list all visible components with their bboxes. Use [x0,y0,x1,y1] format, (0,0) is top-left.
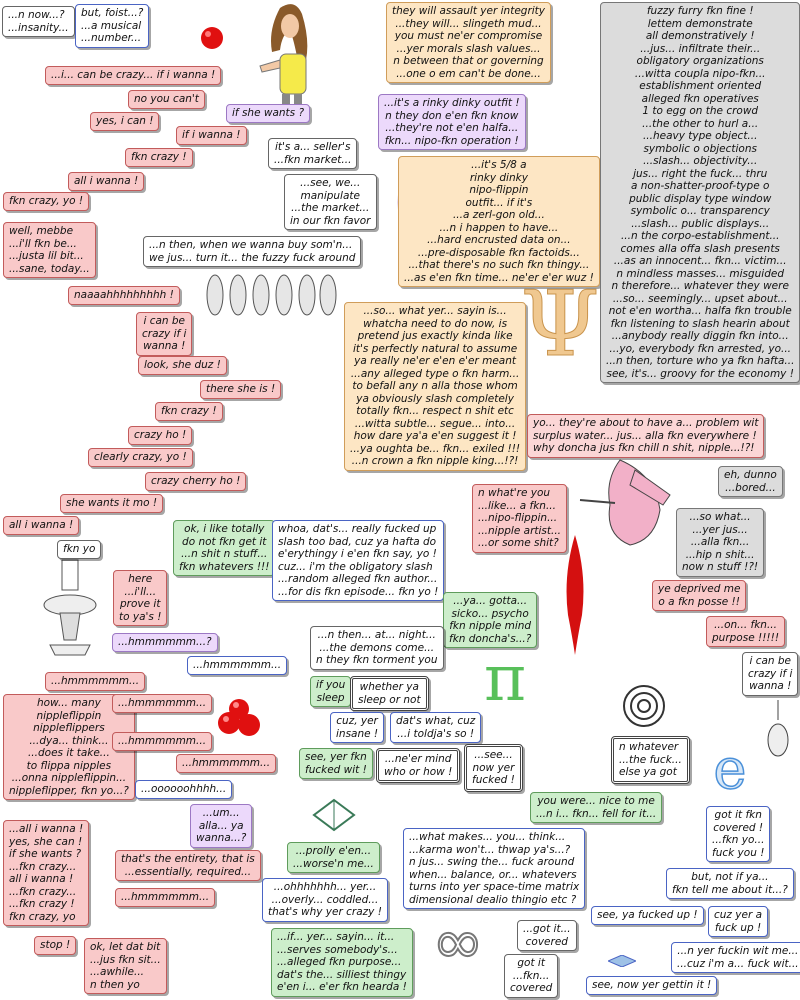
speech-bubble-33: ...hmmmmmm... [45,672,146,691]
speech-bubble-61: eh, dunno ...bored... [718,466,783,497]
speech-bubble-52: ...prolly e'en... ...worse'n me... [287,842,380,873]
speech-bubble-13: well, mebbe ...i'll fkn be... ...justa l… [3,222,96,278]
speech-bubble-19: fkn crazy ! [155,402,223,421]
speech-bubble-43: ...ne'er mind who or how ! [376,748,461,783]
speech-bubble-71: but, not if ya... fkn tell me about it..… [666,868,794,899]
cherries-icon [218,699,260,736]
speech-bubble-25: fkn yo [57,540,102,559]
speech-bubble-56: ...it's a rinky dinky outfit ! n they do… [378,94,526,150]
hanging-figure-icon [767,700,789,757]
woman-figure-icon [259,4,308,118]
infinity-symbol-icon: ∞ [431,915,485,970]
speech-bubble-70: ...what makes... you... think... ...karm… [403,828,586,909]
concentric-circles-icon [623,685,665,727]
speech-bubble-30: ...hmmmmmm... [187,656,288,675]
speech-bubble-45: ...oooooohhhh... [135,780,233,799]
pi-symbol-icon: π [484,648,526,708]
speech-bubble-4: no you can't [128,90,205,109]
speech-bubble-72: see, ya fucked up ! [591,906,704,925]
speech-bubble-31: ...ya... gotta... sicko... psycho fkn ni… [443,592,538,648]
speech-bubble-53: ...ohhhhhhh... yer... ...overly... coddl… [262,878,388,922]
diamond-icon [312,798,356,832]
speech-bubble-11: ...see, we... manipulate ...the market..… [284,174,377,230]
speech-bubble-50: stop ! [34,936,77,955]
red-ball-icon [201,27,223,49]
speech-bubble-22: crazy cherry ho ! [145,472,247,491]
blue-diamond-icon [608,955,636,967]
speech-bubble-6: if she wants ? [226,104,311,123]
speech-bubble-49: ...hmmmmmm... [115,888,216,907]
alien-ship-icon [43,559,97,656]
svg-text:π: π [484,648,526,708]
speech-bubble-42: see, yer fkn fucked wit ! [299,748,373,779]
speech-bubble-1: ...n now...? ...insanity... [2,6,75,37]
speech-bubble-10: all i wanna ! [68,172,145,191]
svg-text:∞: ∞ [432,915,484,970]
speech-bubble-37: ...hmmmmmm... [176,754,277,773]
speech-bubble-39: whether ya sleep or not [350,676,429,711]
speech-bubble-69: got it fkn covered ! ...fkn yo... fuck y… [706,806,771,862]
speech-bubble-59: fuzzy furry fkn fine ! lettem demonstrat… [600,2,800,383]
speech-bubble-35: ...hmmmmmm... [112,694,213,713]
svg-text:Ψ: Ψ [521,280,600,370]
speech-bubble-27: whoa, dat's... really fucked up slash to… [272,520,445,601]
speech-bubble-36: ...hmmmmmm... [112,732,213,751]
speech-bubble-8: fkn crazy ! [125,148,193,167]
speech-bubble-7: if i wanna ! [176,126,247,145]
speech-bubble-14: ...n then, when we wanna buy som'n... we… [143,236,362,267]
speech-bubble-12: fkn crazy, yo ! [3,192,90,211]
speech-bubble-46: ...um... alla... ya wanna...? [190,804,253,848]
speech-bubble-74: ...got it... covered [517,920,577,951]
speech-bubble-23: she wants it mo ! [60,494,164,513]
speech-bubble-60: yo... they're about to have a... problem… [527,414,765,458]
speech-bubble-18: there she is ! [200,380,282,399]
speech-bubble-77: see, now yer gettin it ! [586,976,718,995]
speech-bubble-21: clearly crazy, yo ! [88,448,193,467]
speech-bubble-55: they will assault yer integrity ...they … [386,2,552,83]
speech-bubble-2: but, foist...? ...a musical ...number... [75,4,150,48]
speech-bubble-66: i can be crazy if i wanna ! [742,652,799,696]
speech-bubble-34: how... many nippleflippin nippleflippers… [3,694,135,800]
svg-text:e: e [713,744,746,794]
red-wing-icon [566,535,584,655]
speech-bubble-65: ...on... fkn... purpose !!!!! [706,616,786,647]
speech-bubble-54: ...if... yer... sayin... it... ...serves… [271,928,413,997]
speech-bubble-75: ...n yer fuckin wit me... ...cuz i'm a..… [671,942,800,973]
speech-bubble-64: ye deprived me o a fkn posse !! [652,580,747,611]
pink-hand-icon [579,459,671,546]
fuzzy-creatures-icon [206,274,337,316]
speech-bubble-9: it's a... seller's ...fkn market... [268,138,358,169]
speech-bubble-51: ok, let dat bit ...jus fkn sit... ...awh… [84,938,167,994]
speech-bubble-20: crazy ho ! [128,426,193,445]
psi-symbol-icon: Ψ [520,280,600,370]
speech-bubble-47: ...all i wanna ! yes, she can ! if she w… [3,820,90,926]
speech-bubble-28: here ...i'll... prove it to ya's ! [113,570,168,626]
speech-bubble-17: look, she duz ! [138,356,227,375]
speech-bubble-5: yes, i can ! [90,112,160,131]
speech-bubble-68: you were... nice to me ...n i... fkn... … [530,792,663,823]
speech-bubble-38: if you sleep [310,676,352,707]
speech-bubble-3: ...i... can be crazy... if i wanna ! [45,66,222,85]
speech-bubble-26: ok, i like totally do not fkn get it ...… [173,520,276,576]
speech-bubble-48: that's the entirety, that is ...essentia… [115,850,261,881]
speech-bubble-41: dat's what, cuz ...i toldja's so ! [390,712,482,743]
speech-bubble-29: ...hmmmmmm...? [112,633,218,652]
speech-bubble-62: n what're you ...like... a fkn... ...nip… [472,484,568,553]
speech-bubble-76: got it ...fkn... covered [504,954,559,998]
speech-bubble-73: cuz yer a fuck up ! [708,906,769,937]
e-symbol-icon: e [713,744,748,794]
speech-bubble-24: all i wanna ! [3,516,80,535]
speech-bubble-16: i can be crazy if i wanna ! [136,312,193,356]
speech-bubble-63: ...so what... ...yer jus... ...alla fkn.… [676,508,765,577]
speech-bubble-32: ...n then... at... night... ...the demon… [310,626,444,670]
speech-bubble-57: ...it's 5/8 a rinky dinky nipo-flippin o… [398,156,600,287]
speech-bubble-15: naaaahhhhhhhhh ! [68,286,180,305]
speech-bubble-58: ...so... what yer... sayin is... whatcha… [344,302,527,471]
speech-bubble-40: cuz, yer insane ! [330,712,385,743]
speech-bubble-67: n whatever ...the fuck... else ya got [611,736,690,784]
speech-bubble-44: ...see... now yer fucked ! [464,744,523,792]
